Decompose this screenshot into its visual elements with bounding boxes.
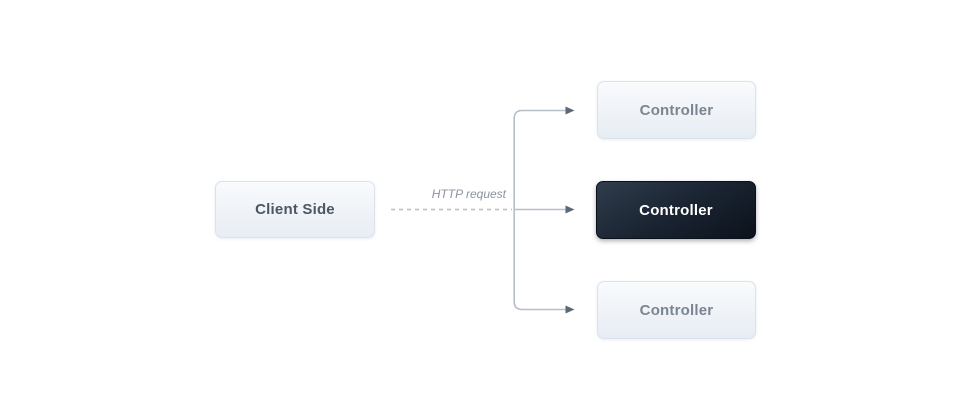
controller-bottom-label: Controller xyxy=(639,301,714,319)
client-side-label: Client Side xyxy=(255,201,335,218)
controller-node-top: Controller xyxy=(597,81,756,139)
client-side-node: Client Side xyxy=(215,181,375,238)
controller-node-bottom: Controller xyxy=(597,281,756,339)
branch-top-arrow xyxy=(513,106,575,210)
controller-middle-label: Controller xyxy=(639,201,713,219)
controller-node-middle-active: Controller xyxy=(596,181,756,239)
branch-bottom-arrow xyxy=(513,209,575,314)
http-request-label: HTTP request xyxy=(431,187,506,201)
controller-top-label: Controller xyxy=(639,101,714,119)
